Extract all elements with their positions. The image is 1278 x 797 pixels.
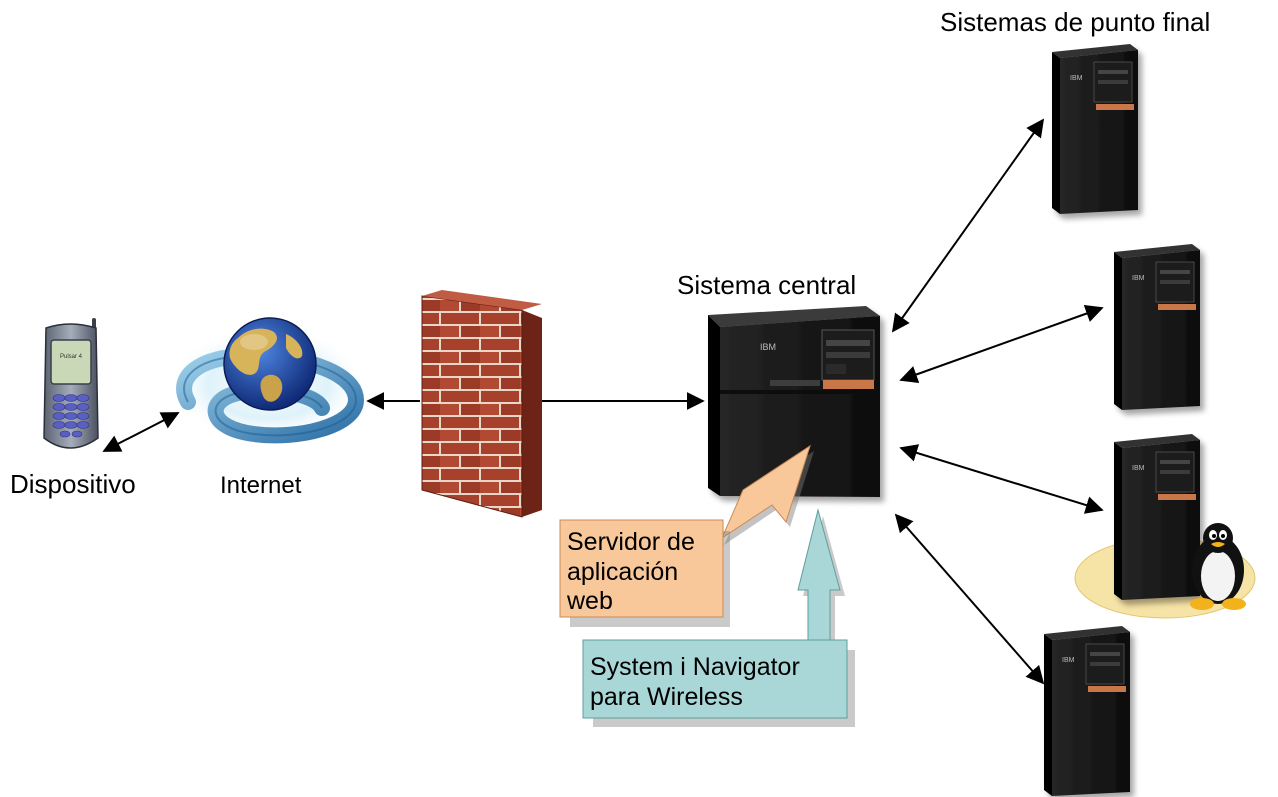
- navigator-callout: System i Navigator para Wireless: [582, 508, 855, 727]
- arrow-central-endpoint-1: [891, 118, 1045, 333]
- tux-penguin-icon: [1190, 523, 1246, 610]
- svg-text:IBM: IBM: [760, 342, 776, 352]
- arrow-central-endpoint-4: [894, 513, 1045, 685]
- arrow-central-endpoint-2: [899, 304, 1104, 384]
- server-tower-icon: IBM: [1052, 44, 1138, 214]
- arrow-central-endpoint-3: [899, 444, 1104, 514]
- svg-text:IBM: IBM: [1062, 657, 1075, 664]
- mobile-phone-icon: Pulsar 4: [43, 318, 99, 449]
- navigator-line-1: System i Navigator: [590, 653, 800, 681]
- web-app-server-line-2: aplicación: [567, 558, 678, 586]
- internet-label: Internet: [220, 472, 302, 499]
- svg-text:IBM: IBM: [1132, 275, 1145, 282]
- navigator-line-2: para Wireless: [590, 683, 743, 711]
- server-tower-icon: IBM: [1044, 626, 1130, 796]
- web-app-server-line-3: web: [566, 587, 613, 615]
- device-label: Dispositivo: [10, 469, 136, 499]
- globe-icon: [168, 317, 368, 444]
- svg-text:IBM: IBM: [1132, 465, 1145, 472]
- endpoint-systems-label: Sistemas de punto final: [940, 7, 1210, 37]
- svg-text:IBM: IBM: [1070, 75, 1083, 82]
- server-tower-icon: IBM: [1114, 434, 1200, 600]
- connector-arrows: [102, 118, 1104, 685]
- central-system-label: Sistema central: [677, 270, 856, 300]
- phone-screen-text: Pulsar 4: [60, 354, 83, 360]
- web-app-server-callout: Servidor de aplicación web: [559, 444, 814, 627]
- brick-firewall-icon: [421, 290, 542, 518]
- arrow-device-internet: [102, 412, 180, 452]
- web-app-server-line-1: Servidor de: [567, 528, 695, 556]
- server-tower-icon: IBM: [708, 306, 880, 497]
- server-tower-icon: IBM: [1114, 244, 1200, 410]
